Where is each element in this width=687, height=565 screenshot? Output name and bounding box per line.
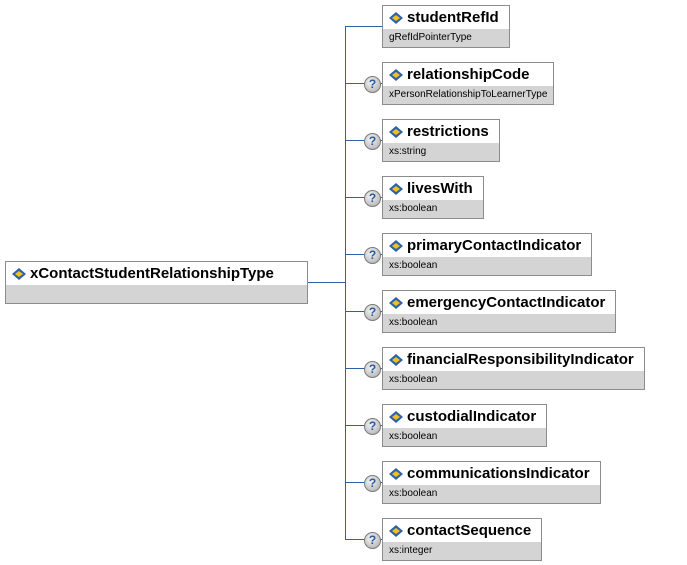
child-element-livesWith[interactable]: livesWith xs:boolean — [382, 176, 484, 219]
child-element-studentRefId[interactable]: studentRefId gRefIdPointerType — [382, 5, 510, 48]
child-element-relationshipCode[interactable]: relationshipCode xPersonRelationshipToLea… — [382, 62, 555, 105]
element-diamond-icon — [389, 296, 403, 309]
question-mark-icon: ? — [364, 247, 381, 264]
element-type: xs:boolean — [383, 371, 644, 389]
element-name: relationshipCode — [407, 66, 530, 83]
child-element-contactSequence[interactable]: contactSequence xs:integer — [382, 518, 543, 561]
element-type: xs:integer — [383, 542, 542, 560]
element-type: xs:boolean — [383, 428, 547, 446]
question-mark-icon: ? — [364, 532, 381, 549]
element-diamond-icon — [389, 467, 403, 480]
element-name: primaryContactIndicator — [407, 237, 582, 254]
child-connector — [345, 197, 382, 198]
root-type-band — [6, 285, 307, 303]
element-diamond-icon — [389, 353, 403, 366]
element-diamond-icon — [389, 524, 403, 537]
child-connector — [345, 311, 382, 312]
element-name: contactSequence — [407, 522, 532, 539]
root-connector — [308, 282, 346, 283]
question-mark-icon: ? — [364, 418, 381, 435]
child-connector — [345, 539, 382, 540]
element-name: custodialIndicator — [407, 408, 537, 425]
child-connector — [345, 83, 382, 84]
question-mark-icon: ? — [364, 304, 381, 321]
question-mark-icon: ? — [364, 133, 381, 150]
element-diamond-icon — [389, 11, 403, 24]
element-type: xs:boolean — [383, 200, 483, 218]
root-type-name: xContactStudentRelationshipType — [30, 265, 274, 282]
element-name: restrictions — [407, 123, 489, 140]
question-mark-icon: ? — [364, 190, 381, 207]
element-name: communicationsIndicator — [407, 465, 590, 482]
root-type-box[interactable]: xContactStudentRelationshipType — [5, 261, 308, 304]
element-type: xPersonRelationshipToLearnerType — [383, 86, 554, 104]
element-name: studentRefId — [407, 9, 499, 26]
element-type: xs:string — [383, 143, 499, 161]
child-element-primaryContactIndicator[interactable]: primaryContactIndicator xs:boolean — [382, 233, 593, 276]
element-name: financialResponsibilityIndicator — [407, 351, 634, 368]
child-element-financialResponsibilityIndicator[interactable]: financialResponsibilityIndicator xs:boole… — [382, 347, 645, 390]
element-name: livesWith — [407, 180, 473, 197]
child-connector — [345, 425, 382, 426]
child-element-restrictions[interactable]: restrictions xs:string — [382, 119, 500, 162]
element-type: xs:boolean — [383, 485, 600, 503]
element-diamond-icon — [12, 267, 26, 280]
element-name: emergencyContactIndicator — [407, 294, 606, 311]
element-type: gRefIdPointerType — [383, 29, 509, 47]
child-connector — [345, 140, 382, 141]
sequence-trunk — [345, 26, 346, 540]
child-element-custodialIndicator[interactable]: custodialIndicator xs:boolean — [382, 404, 548, 447]
child-connector — [345, 368, 382, 369]
question-mark-icon: ? — [364, 475, 381, 492]
question-mark-icon: ? — [364, 361, 381, 378]
question-mark-icon: ? — [364, 76, 381, 93]
child-element-communicationsIndicator[interactable]: communicationsIndicator xs:boolean — [382, 461, 601, 504]
child-connector — [345, 254, 382, 255]
child-connector — [345, 482, 382, 483]
child-element-emergencyContactIndicator[interactable]: emergencyContactIndicator xs:boolean — [382, 290, 617, 333]
element-type: xs:boolean — [383, 257, 592, 275]
element-diamond-icon — [389, 239, 403, 252]
element-type: xs:boolean — [383, 314, 616, 332]
element-diamond-icon — [389, 68, 403, 81]
element-diamond-icon — [389, 182, 403, 195]
element-diamond-icon — [389, 410, 403, 423]
child-connector — [345, 26, 382, 27]
element-diamond-icon — [389, 125, 403, 138]
